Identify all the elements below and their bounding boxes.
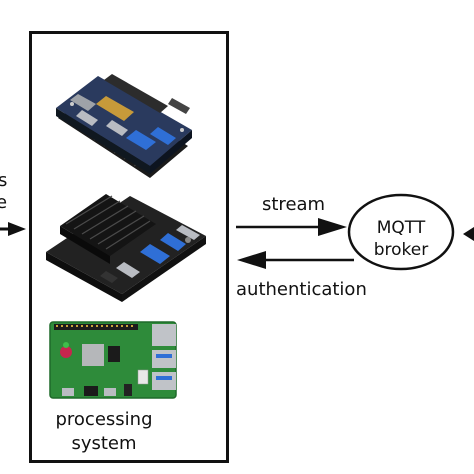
authentication-edge-label: authentication xyxy=(236,279,367,300)
jetson-nano-dev-kit-icon xyxy=(46,194,206,302)
raspberry-pi-board-icon xyxy=(49,321,177,399)
right-input-arrow xyxy=(463,227,474,241)
single-board-computer-with-heatsink-icon xyxy=(56,74,192,178)
mqtt-broker-node xyxy=(347,193,455,271)
left-cut-label-line1: s xyxy=(0,170,8,191)
processing-system-label-line1: processing xyxy=(55,409,153,430)
left-cut-label-line2: e xyxy=(0,192,8,213)
stream-edge-label: stream xyxy=(262,194,326,215)
processing-system-label-line2: system xyxy=(71,433,137,454)
mqtt-broker-label-line1: MQTT xyxy=(376,218,426,238)
mqtt-broker-label-line2: broker xyxy=(373,240,429,260)
mqtt-broker-label: MQTT broker xyxy=(364,217,438,261)
processing-system-label: processing system xyxy=(29,408,179,456)
processing-system-box xyxy=(29,31,229,463)
left-input-arrow xyxy=(0,222,26,236)
stream-arrow xyxy=(236,218,347,236)
authentication-arrow xyxy=(237,251,354,269)
